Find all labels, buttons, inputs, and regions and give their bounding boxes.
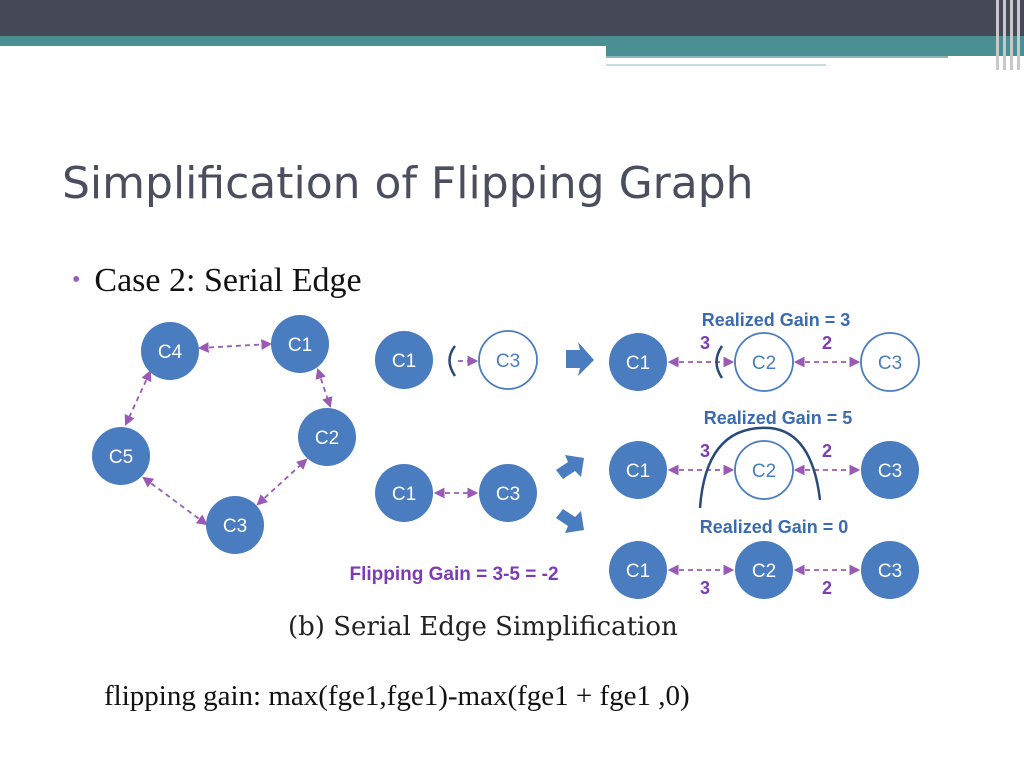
row1-right: Realized Gain = 3 C1 3 C2 2 C3 xyxy=(609,310,920,392)
serial-edge-figure: C4 C1 C5 C2 C3 C1 C3 Realized Gain = 3 C… xyxy=(92,310,920,599)
graph-node-c5: C5 xyxy=(92,427,150,485)
graph-node-c4: C4 xyxy=(141,322,199,380)
svg-text:C3: C3 xyxy=(878,353,902,374)
bullet-item: • Case 2: Serial Edge xyxy=(72,262,362,300)
edge-c3-c2 xyxy=(256,458,308,506)
row2-left: C1 C3 xyxy=(375,464,537,522)
svg-text:3: 3 xyxy=(700,333,710,353)
slide-title: Simplification of Flipping Graph xyxy=(62,158,754,209)
svg-text:C3: C3 xyxy=(496,351,520,372)
row2-arrow-down xyxy=(556,509,584,533)
graph-node-c3: C3 xyxy=(206,496,264,554)
accent-band xyxy=(0,36,1024,46)
svg-text:C1: C1 xyxy=(288,335,312,356)
svg-text:C1: C1 xyxy=(392,351,416,372)
row1-arrow xyxy=(566,342,594,376)
edge-c5-c3 xyxy=(142,476,208,526)
graph-node-c2: C2 xyxy=(298,408,356,466)
row1-left: C1 C3 xyxy=(375,330,538,390)
svg-text:Realized Gain = 3: Realized Gain = 3 xyxy=(702,310,851,330)
svg-text:C5: C5 xyxy=(109,447,133,468)
svg-text:Realized Gain = 5: Realized Gain = 5 xyxy=(704,408,853,428)
svg-text:C1: C1 xyxy=(626,461,650,482)
graph-node-c1: C1 xyxy=(271,315,329,373)
corner-stripes xyxy=(994,0,1024,70)
svg-text:3: 3 xyxy=(700,578,710,598)
svg-text:C3: C3 xyxy=(878,461,902,482)
svg-text:C4: C4 xyxy=(158,342,183,363)
edge-c1-c2 xyxy=(315,367,333,409)
svg-text:C1: C1 xyxy=(626,561,650,582)
svg-text:C2: C2 xyxy=(752,353,776,374)
bullet-dot: • xyxy=(72,267,81,293)
row2-right: Realized Gain = 5 C1 3 C2 2 C3 xyxy=(609,408,919,509)
row2-arrow-up xyxy=(556,455,584,479)
svg-text:C3: C3 xyxy=(223,516,247,537)
svg-text:C3: C3 xyxy=(878,561,902,582)
svg-text:C1: C1 xyxy=(626,353,650,374)
flipping-gain-label: Flipping Gain = 3-5 = -2 xyxy=(349,564,558,585)
svg-text:Realized Gain = 0: Realized Gain = 0 xyxy=(700,517,849,537)
svg-text:2: 2 xyxy=(822,578,832,598)
top-bar xyxy=(0,0,1024,36)
row3: Realized Gain = 0 C1 3 C2 2 C3 Flipping … xyxy=(349,517,919,599)
figure-caption: (b) Serial Edge Simplification xyxy=(288,612,678,642)
accent-line xyxy=(606,56,948,58)
accent-band-step xyxy=(606,46,1024,56)
svg-text:C2: C2 xyxy=(315,428,339,449)
svg-text:C1: C1 xyxy=(392,484,416,505)
svg-text:C2: C2 xyxy=(752,461,776,482)
svg-text:2: 2 xyxy=(822,441,832,461)
svg-text:3: 3 xyxy=(700,441,710,461)
graph-edges xyxy=(124,339,333,526)
edge-c4-c5 xyxy=(124,370,152,426)
svg-text:C3: C3 xyxy=(496,484,520,505)
svg-text:C2: C2 xyxy=(752,561,776,582)
edge-c4-c1 xyxy=(197,339,273,353)
accent-line-thin xyxy=(606,64,826,66)
svg-text:2: 2 xyxy=(822,333,832,353)
flipping-gain-formula: flipping gain: max(fge1,fge1)-max(fge1 +… xyxy=(104,680,690,712)
bullet-text: Case 2: Serial Edge xyxy=(94,262,362,299)
